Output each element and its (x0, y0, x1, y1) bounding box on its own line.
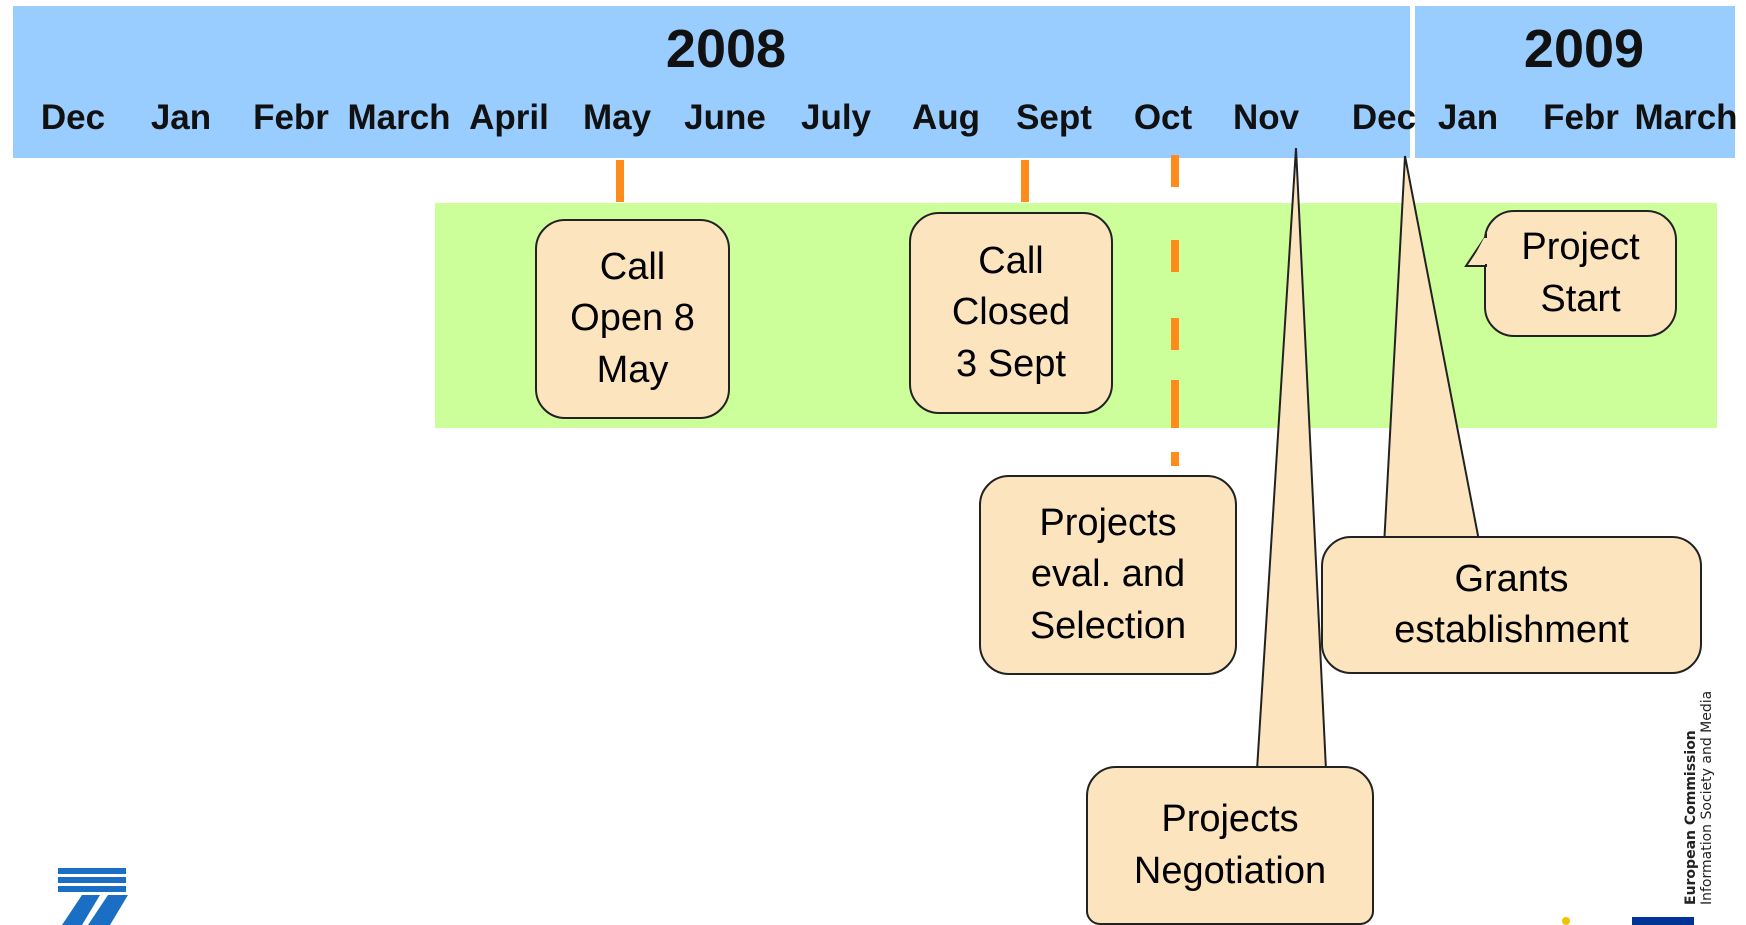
year-label-2009: 2009 (1523, 19, 1645, 79)
grants-box: Grants establishment (1321, 536, 1702, 674)
month-label: June (684, 98, 766, 137)
evaluation-box: Projects eval. and Selection (979, 475, 1237, 675)
project-start-box: Project Start (1484, 210, 1677, 337)
month-label: Dec (1351, 98, 1417, 137)
oct-marker-dash (1171, 155, 1179, 187)
month-label: Jan (150, 98, 212, 137)
call-closed-box: Call Closed 3 Sept (909, 212, 1113, 414)
fp7-logo-icon (58, 868, 128, 925)
evaluation-label: Projects eval. and Selection (1029, 502, 1187, 647)
month-label: March (347, 98, 451, 137)
month-label: April (469, 98, 549, 137)
oct-marker-dash (1171, 452, 1179, 466)
year-label-2008: 2008 (665, 19, 787, 79)
month-label: Jan (1437, 98, 1499, 137)
month-label: Aug (911, 98, 981, 137)
month-label: Sept (1016, 98, 1092, 137)
call-open-box: Call Open 8 May (535, 219, 730, 419)
ec-name: European Commission (1683, 730, 1699, 905)
ec-logo-text: European Commission Information Society … (1683, 691, 1715, 905)
may-marker (616, 160, 624, 202)
ec-logo-icon (1562, 917, 1694, 925)
timeline-header-band (13, 6, 1735, 158)
month-label: Dec (40, 98, 106, 137)
call-closed-label: Call Closed 3 Sept (951, 240, 1071, 385)
oct-marker-dash (1171, 318, 1179, 350)
negotiation-box: Projects Negotiation (1086, 766, 1374, 925)
month-label: Febr (1543, 98, 1619, 137)
month-label: Oct (1133, 98, 1193, 137)
oct-marker-dash (1171, 240, 1179, 272)
month-label: May (582, 98, 652, 137)
ec-dg: Information Society and Media (1699, 690, 1716, 905)
call-open-label: Call Open 8 May (570, 246, 695, 391)
project-start-pointer-cover (1470, 238, 1490, 264)
month-label: Febr (253, 98, 329, 137)
sept-marker (1021, 160, 1029, 202)
month-label: July (800, 98, 872, 137)
month-label: Nov (1232, 98, 1300, 137)
oct-marker-dash (1171, 380, 1179, 428)
project-start-label: Project Start (1521, 226, 1640, 320)
negotiation-label: Projects Negotiation (1133, 798, 1327, 892)
month-label: March (1634, 98, 1738, 137)
year-divider (1410, 6, 1415, 158)
grants-label: Grants establishment (1394, 557, 1629, 651)
